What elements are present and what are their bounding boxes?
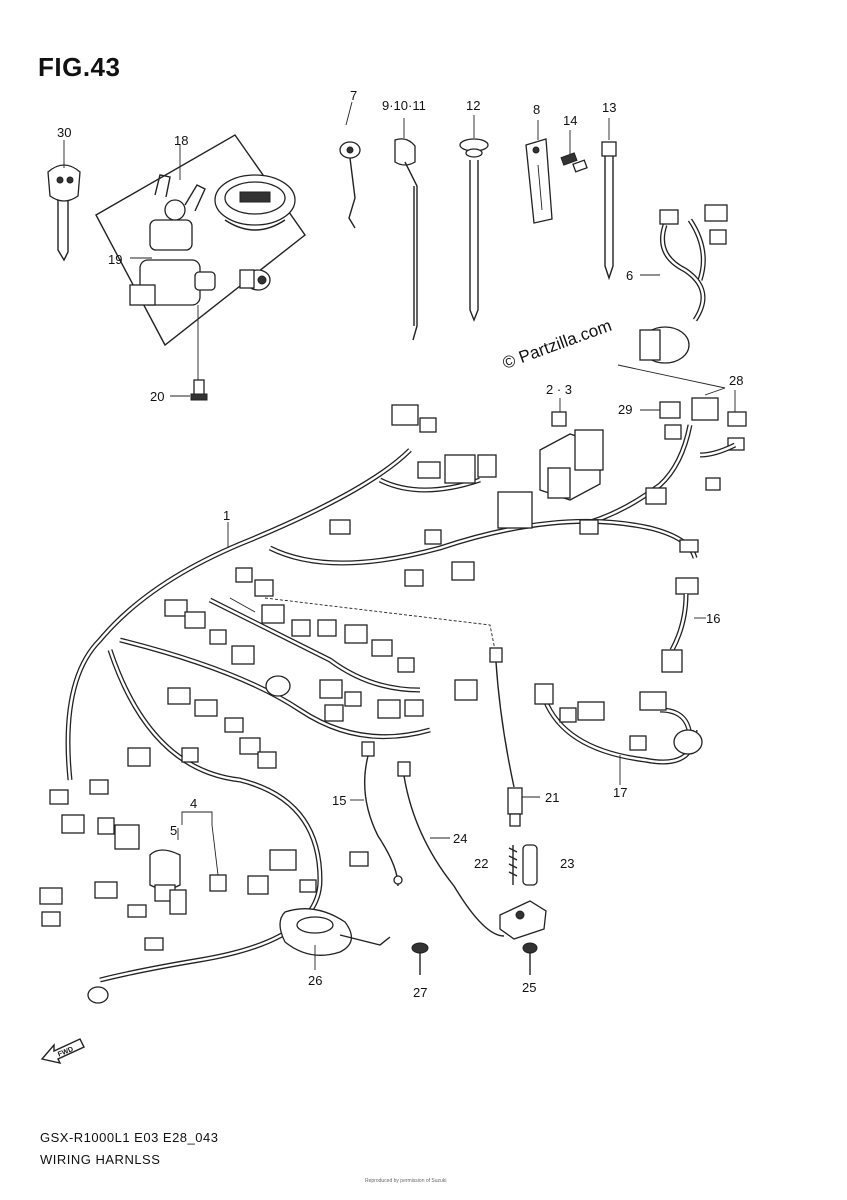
part-18-ignition-set [95,134,306,347]
callout-30: 30 [57,125,71,140]
callout-29: 29 [618,402,632,417]
part-22-23-pins [508,844,538,886]
callout-23: 23 [560,856,574,871]
callout-8: 8 [533,102,540,117]
part-16-lead [661,539,706,673]
callout-15: 15 [332,793,346,808]
callout-labels: 30 18 19 20 7 9·10·11 12 8 14 13 6 2 · 3… [57,88,743,1000]
callout-26: 26 [308,973,322,988]
part-1-main-harness [39,404,698,1004]
part-7-bracket [339,101,361,229]
part-26-plate [279,908,391,970]
part-15-lead [350,741,403,887]
part-6-sub-harness [639,204,728,364]
callout-7: 7 [350,88,357,103]
part-24-sensor-lead [397,761,547,940]
part-8-holder [525,120,553,224]
callout-13: 13 [602,100,616,115]
part-14-bolt [560,130,588,173]
callout-1: 1 [223,508,230,523]
callout-27: 27 [413,985,427,1000]
callout-9-10-11: 9·10·11 [382,98,426,113]
callout-21: 21 [545,790,559,805]
copyright-note: Reproduced by permission of Suzuki [365,1178,447,1184]
part-21-sensor [489,647,540,827]
callout-6: 6 [626,268,633,283]
callout-22: 22 [474,856,488,871]
callout-5: 5 [170,823,177,838]
callout-24: 24 [453,831,467,846]
callout-16: 16 [706,611,720,626]
callout-2-3: 2 · 3 [546,382,572,397]
callout-28: 28 [729,373,743,388]
callout-18: 18 [174,133,188,148]
part-28-29-connectors [579,387,747,528]
part-12-clamp [459,115,489,322]
callout-14: 14 [563,113,577,128]
callout-17: 17 [613,785,627,800]
part-13-cable-tie [601,118,617,281]
callout-19: 19 [108,252,122,267]
callout-4: 4 [190,796,197,811]
model-code: GSX-R1000L1 E03 E28_043 [40,1130,219,1145]
part-9-10-11-clamp [394,118,418,341]
callout-25: 25 [522,980,536,995]
part-20-screw [170,305,208,401]
part-27-screw [411,942,429,975]
fwd-arrow-icon: FWD [40,1038,85,1065]
callout-12: 12 [466,98,480,113]
figure-subtitle: WIRING HARNLSS [40,1152,161,1167]
callout-20: 20 [150,389,164,404]
figure-title: FIG.43 [38,52,121,82]
part-17-harness [534,683,703,785]
part-25-bolt [522,942,538,975]
part-4-5-relay [149,811,227,915]
part-30-key [47,140,81,262]
